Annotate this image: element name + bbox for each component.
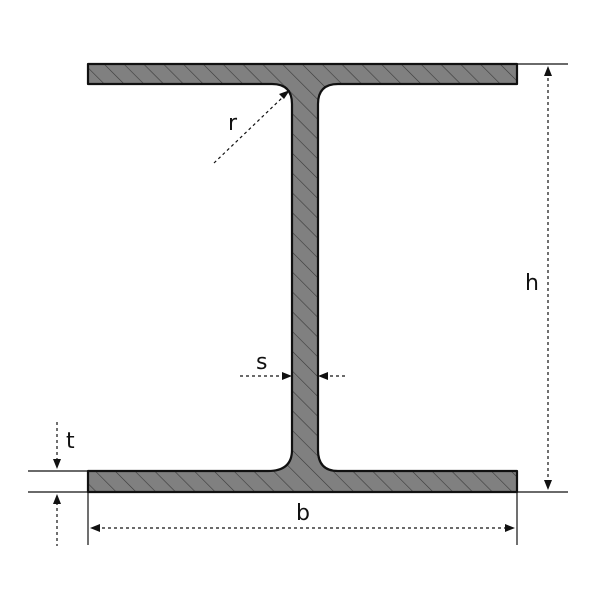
web-thickness-label: s [256, 350, 267, 375]
width-dimension: b [87, 492, 518, 545]
height-label: h [525, 271, 539, 296]
radius-label: r [228, 111, 238, 136]
i-beam-section [86, 62, 519, 494]
web-thickness-dimension: s [240, 350, 346, 380]
flange-thickness-dimension: t [28, 422, 88, 546]
width-label: b [296, 501, 310, 526]
radius-dimension: r [213, 90, 290, 164]
flange-thickness-label: t [66, 429, 75, 454]
height-dimension: h [517, 63, 568, 493]
